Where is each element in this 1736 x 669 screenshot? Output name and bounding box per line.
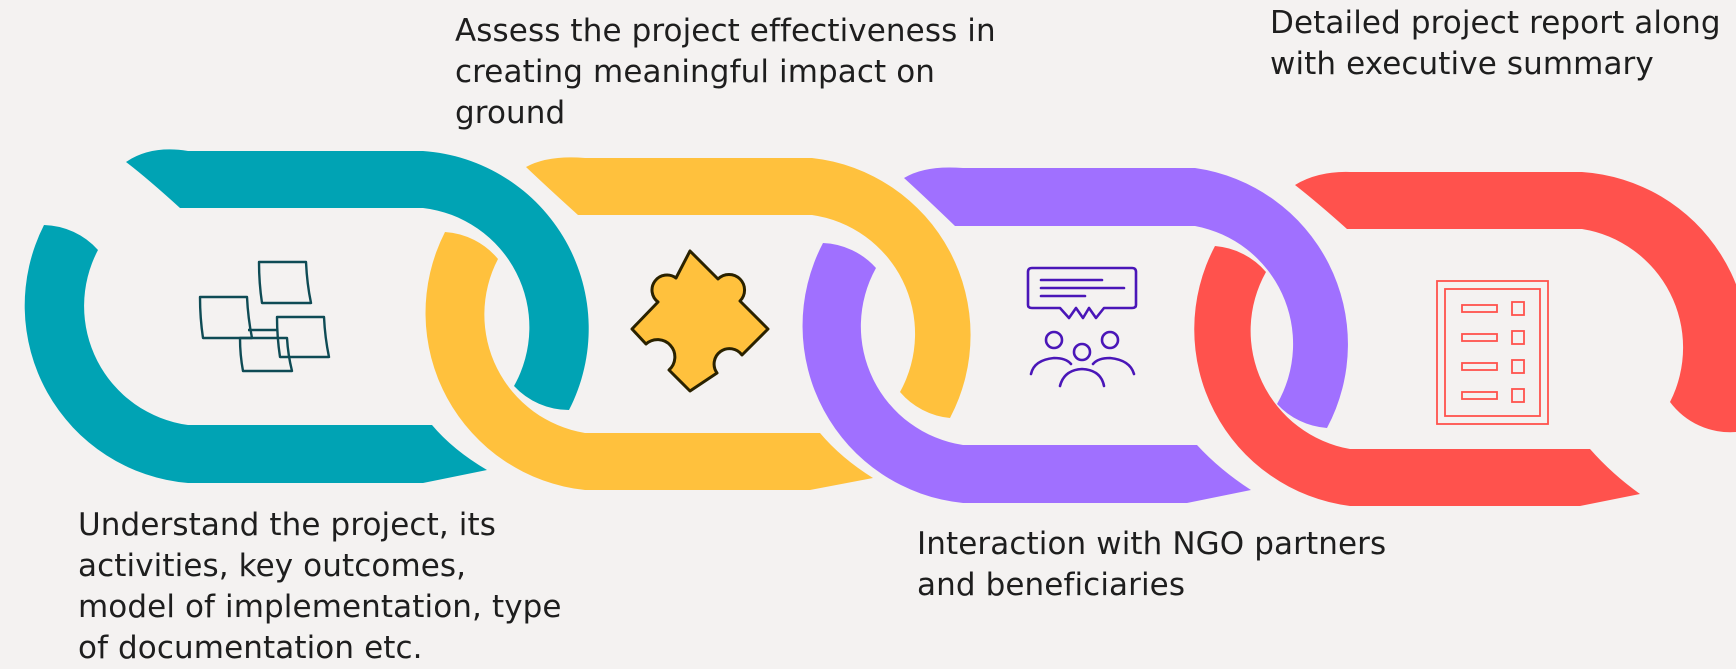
- step-2-caption: Assess the project effectiveness in crea…: [455, 11, 996, 134]
- step-1-caption-line: Understand the project, its: [78, 507, 496, 543]
- group-discussion-icon: [1026, 266, 1138, 388]
- chain-link-1: [24, 149, 589, 483]
- chain-link-3-right-arc: [904, 167, 1348, 428]
- chain-link-2: [425, 157, 971, 490]
- chain-link-1-bottom-arc: [126, 149, 589, 411]
- chain-link-3-left-arc: [802, 243, 1251, 503]
- step-4-caption-line: Detailed project report along: [1270, 5, 1721, 41]
- step-4-caption: Detailed project report along with execu…: [1270, 3, 1721, 85]
- sticky-notes-icon: [198, 260, 331, 373]
- chain-link-2-left-arc: [425, 232, 873, 490]
- step-2-caption-line: ground: [455, 95, 566, 131]
- step-3-caption-line: and beneficiaries: [917, 567, 1186, 603]
- step-3-caption-line: Interaction with NGO partners: [917, 526, 1387, 562]
- step-3-caption: Interaction with NGO partners and benefi…: [917, 524, 1386, 606]
- step-1-caption-line: of documentation etc.: [78, 630, 423, 666]
- chain-link-1-top-arc: [24, 225, 487, 483]
- step-1-caption: Understand the project, its activities, …: [78, 505, 562, 669]
- puzzle-piece-icon: [630, 249, 770, 393]
- chain-link-2-right-arc: [526, 157, 971, 418]
- step-4-caption-line: with executive summary: [1270, 46, 1654, 82]
- chain-link-3: [802, 167, 1348, 503]
- step-1-caption-line: model of implementation, type: [78, 589, 562, 625]
- chain-link-4-left-arc: [1194, 246, 1640, 506]
- chain-link-4: [1194, 171, 1736, 506]
- chain-link-4-right-arc: [1295, 171, 1736, 433]
- step-1-caption-line: activities, key outcomes,: [78, 548, 467, 584]
- step-2-caption-line: creating meaningful impact on: [455, 54, 936, 90]
- step-2-caption-line: Assess the project effectiveness in: [455, 13, 996, 49]
- report-checklist-icon: [1436, 280, 1549, 425]
